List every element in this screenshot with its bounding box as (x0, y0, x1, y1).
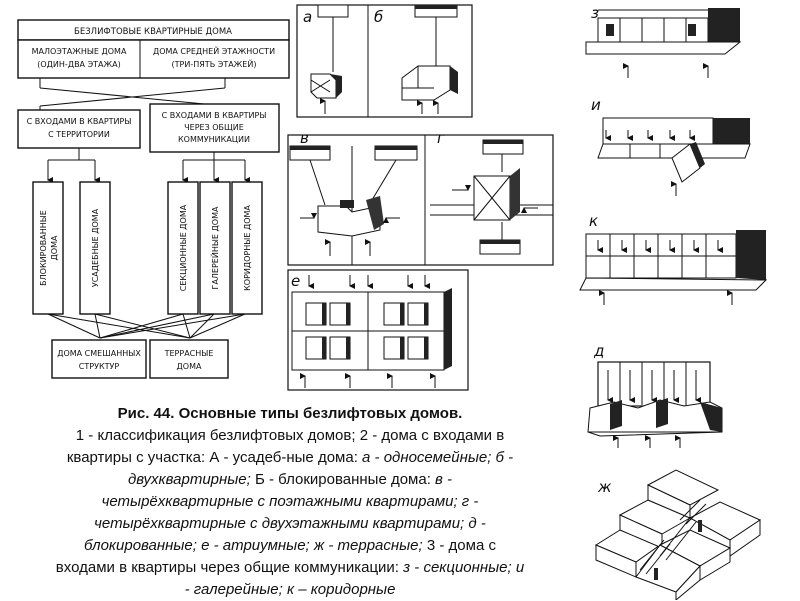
mixed-label-2: СТРУКТУР (79, 362, 120, 371)
caption-line-6-plain: 3 - дома с (422, 537, 496, 554)
top-label: БЕЗЛИФТОВЫЕ КВАРТИРНЫЕ ДОМА (74, 27, 232, 37)
caption-line-4: четырёхквартирные с поэтажными квартирам… (0, 491, 580, 513)
sketch-letter-i: и (591, 96, 601, 114)
caption-line-8-italic: - галерейные; к – коридорные (184, 581, 396, 598)
caption-line-3-italic-2: в - (435, 471, 453, 488)
caption-line-2: квартиры с участка: А - усадеб-ные дома:… (0, 447, 580, 469)
territory-entry-box (17, 109, 141, 149)
blocked-label-1: БЛОКИРОВАННЫЕ (39, 210, 48, 286)
sketch-k: к (579, 212, 768, 305)
mid-rise-label-2: (ТРИ-ПЯТЬ ЭТАЖЕЙ) (172, 58, 257, 69)
sketch-letter-b: б (374, 8, 383, 26)
low-rise-label-2: (ОДИН-ДВА ЭТАЖА) (37, 60, 120, 69)
sketch-letter-a: а (303, 8, 312, 26)
corridor-box (231, 181, 263, 315)
sketch-letter-k: к (589, 212, 598, 230)
sketch-a-b: а б (296, 4, 473, 118)
blocked-label-2: ДОМА (50, 235, 59, 260)
sketch-zh: ж (594, 469, 762, 600)
caption-line-8: - галерейные; к – коридорные (0, 579, 580, 601)
mixed-box (51, 339, 147, 379)
caption-line-3-plain: Б - блокированные дома: (250, 471, 436, 488)
mixed-label-1: ДОМА СМЕШАННЫХ (57, 349, 141, 358)
sketch-d: д (587, 342, 723, 448)
sketch-letter-e: е (291, 272, 300, 290)
caption-line-7: входами в квартиры через общие коммуника… (0, 557, 580, 579)
common-entry-label-1: С ВХОДАМИ В КВАРТИРЫ (162, 111, 267, 120)
sketch-v-g: в г (287, 129, 554, 266)
sketch-e: е (287, 269, 469, 391)
caption-line-6: блокированные; е - атриумные; ж - террас… (0, 535, 580, 557)
common-entry-label-3: КОММУНИКАЦИИ (178, 135, 250, 144)
figure-caption: Рис. 44. Основные типы безлифтовых домов… (0, 403, 580, 601)
classification-chart: БЕЗЛИФТОВЫЕ КВАРТИРНЫЕ ДОМА МАЛОЭТАЖНЫЕ … (17, 19, 290, 379)
caption-line-2-plain: квартиры с участка: А - усадеб-ные дома: (66, 449, 363, 466)
gallery-box (199, 181, 231, 315)
caption-line-7-italic: з - секционные; и (403, 559, 525, 576)
corridor-label: КОРИДОРНЫЕ ДОМА (243, 205, 252, 291)
caption-line-5: четырёхквартирные с двухэтажными квартир… (0, 513, 580, 535)
caption-line-3-italic: двухквартирные; (127, 471, 251, 488)
caption-line-4-italic: четырёхквартирные с поэтажными квартирам… (101, 493, 479, 510)
sketch-letter-v: в (300, 129, 309, 147)
sketch-i: и (591, 96, 751, 196)
gallery-label: ГАЛЕРЕЙНЫЕ ДОМА (209, 206, 220, 289)
caption-line-5-italic: четырёхквартирные с двухэтажными квартир… (94, 515, 486, 532)
sectional-label: СЕКЦИОННЫЕ ДОМА (179, 204, 188, 291)
terraced-label-2: ДОМА (177, 362, 202, 371)
territory-entry-label-1: С ВХОДАМИ В КВАРТИРЫ (27, 117, 132, 126)
sketch-letter-z: з (591, 4, 599, 22)
sketch-letter-d: д (593, 342, 604, 360)
territory-entry-label-2: С ТЕРРИТОРИИ (48, 130, 110, 139)
caption-line-2-italic: а - односемейные; б - (362, 449, 514, 466)
sectional-box (167, 181, 199, 315)
estate-label: УСАДЕБНЫЕ ДОМА (91, 208, 100, 287)
mid-rise-label-1: ДОМА СРЕДНЕЙ ЭТАЖНОСТИ (153, 45, 275, 56)
caption-title: Рис. 44. Основные типы безлифтовых домов… (117, 405, 463, 422)
blocked-box (32, 181, 64, 315)
sketch-z: з (585, 4, 742, 78)
caption-line-1-text: 1 - классификация безлифтовых домов; 2 -… (75, 427, 505, 444)
terraced-box (149, 339, 229, 379)
caption-line-1: 1 - классификация безлифтовых домов; 2 -… (0, 425, 580, 447)
sketch-letter-zh: ж (597, 478, 612, 496)
sketch-letter-g: г (437, 129, 445, 147)
caption-line-3: двухквартирные; Б - блокированные дома: … (0, 469, 580, 491)
terraced-label-1: ТЕРРАСНЫЕ (164, 349, 214, 358)
caption-line-6-italic: блокированные; е - атриумные; ж - террас… (84, 537, 423, 554)
caption-line-7-plain: входами в квартиры через общие коммуника… (55, 559, 404, 576)
low-rise-label-1: МАЛОЭТАЖНЫЕ ДОМА (32, 47, 127, 56)
common-entry-label-2: ЧЕРЕЗ ОБЩИЕ (184, 123, 244, 132)
common-entry-box (149, 103, 280, 153)
